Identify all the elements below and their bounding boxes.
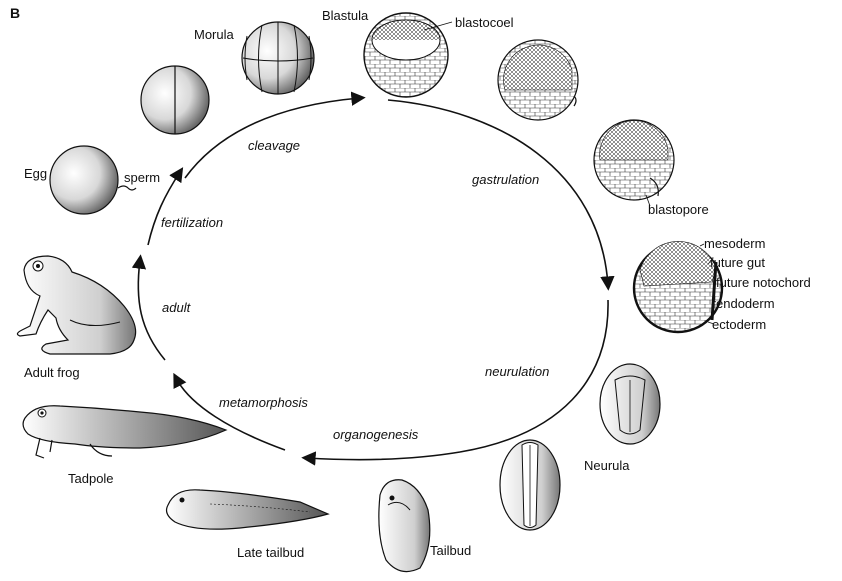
- early-gastrula-illustration: [497, 39, 579, 121]
- arrow-organogenesis: [301, 451, 461, 466]
- blastula-illustration: [363, 12, 453, 98]
- mid-gastrula-illustration: [593, 119, 675, 207]
- arrow-neurulation: [459, 299, 609, 453]
- label-blastocoel: blastocoel: [455, 15, 514, 30]
- process-fertilization: fertilization: [161, 215, 224, 230]
- process-adult: adult: [162, 300, 191, 315]
- arrow-adult: [131, 254, 166, 361]
- label-sperm: sperm: [124, 170, 161, 185]
- arrow-metamorphosis: [173, 372, 286, 451]
- late-tailbud-illustration: [165, 489, 330, 530]
- neural-tube-illustration: [499, 439, 561, 531]
- process-gastrulation: gastrulation: [472, 172, 540, 187]
- layer-future-gut: future gut: [710, 255, 765, 270]
- neurula-illustration: [599, 363, 661, 445]
- label-late-tailbud: Late tailbud: [237, 545, 305, 560]
- label-tadpole: Tadpole: [68, 471, 114, 486]
- process-metamorphosis: metamorphosis: [219, 395, 308, 410]
- label-neurula: Neurula: [584, 458, 630, 473]
- cycle-arrows: [131, 91, 615, 466]
- label-blastula: Blastula: [322, 8, 369, 23]
- label-blastopore: blastopore: [648, 202, 709, 217]
- tailbud-illustration: [378, 479, 431, 573]
- process-cleavage: cleavage: [248, 138, 301, 153]
- layer-future-notochord: future notochord: [716, 275, 811, 290]
- late-gastrula-illustration: [632, 241, 724, 334]
- label-egg: Egg: [24, 166, 48, 181]
- label-tailbud: Tailbud: [430, 543, 472, 558]
- tadpole-illustration: [22, 405, 228, 459]
- morula-illustration: [241, 21, 315, 95]
- layer-mesoderm: mesoderm: [704, 236, 766, 251]
- process-organogenesis: organogenesis: [333, 427, 419, 442]
- arrow-gastrulation: [387, 99, 615, 291]
- label-morula: Morula: [194, 27, 234, 42]
- process-neurulation: neurulation: [485, 364, 550, 379]
- layer-ectoderm: ectoderm: [712, 317, 767, 332]
- layer-endoderm: endoderm: [716, 296, 775, 311]
- two-cell-illustration: [140, 65, 210, 135]
- panel-letter: B: [10, 5, 21, 21]
- egg-illustration: [49, 145, 137, 215]
- arrow-cleavage: [184, 91, 366, 179]
- adult-frog-illustration: [16, 255, 137, 355]
- label-adult-frog: Adult frog: [24, 365, 80, 380]
- sperm-icon: [117, 185, 137, 191]
- arrow-fertilization: [147, 167, 184, 246]
